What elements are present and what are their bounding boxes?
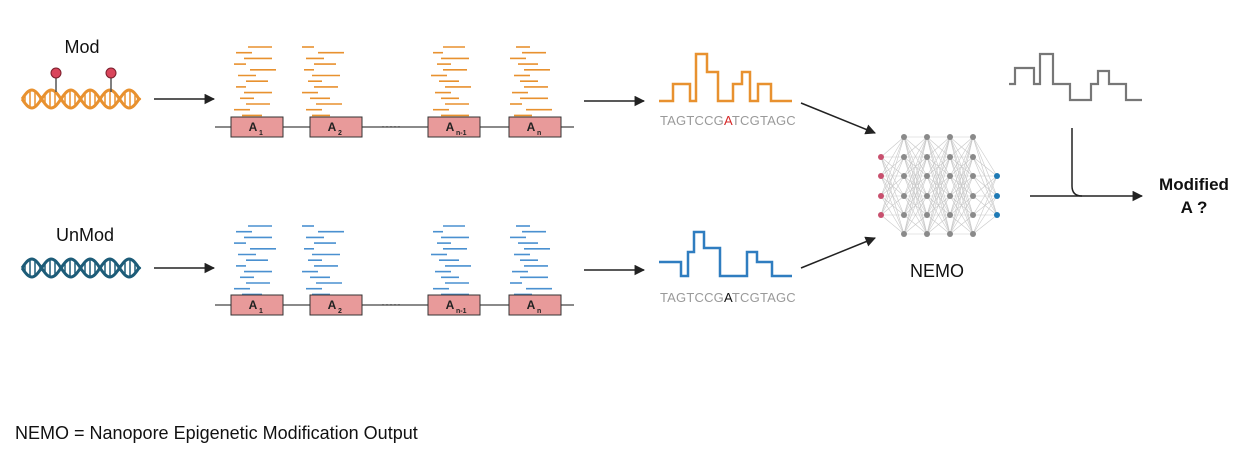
- arrow-unmod-signal-to-nemo: [800, 236, 876, 269]
- arrow-mod-signal-to-nemo: [800, 102, 876, 135]
- reference-box-subscript: n: [537, 308, 541, 315]
- nemo-label: NEMO: [910, 261, 964, 281]
- network-node: [947, 134, 953, 140]
- reference-box-subscript: n-1: [456, 308, 467, 315]
- modified-dna-icon: [20, 88, 142, 110]
- reference-box-base: A: [328, 298, 337, 312]
- reference-box-subscript: 1: [259, 130, 263, 137]
- network-node: [901, 173, 907, 179]
- mod-signal-trace: [659, 52, 792, 103]
- ellipsis: ·····: [381, 119, 401, 133]
- reference-box-subscript: n-1: [456, 130, 467, 137]
- reference-box: [508, 116, 562, 138]
- network-node: [924, 154, 930, 160]
- reference-box-base: A: [527, 298, 536, 312]
- network-node: [924, 173, 930, 179]
- output-label-line2: A ?: [1181, 198, 1208, 217]
- network-node: [947, 212, 953, 218]
- network-node: [901, 193, 907, 199]
- network-node: [970, 212, 976, 218]
- ellipsis: ·····: [381, 297, 401, 311]
- network-node: [947, 173, 953, 179]
- network-node: [924, 134, 930, 140]
- reference-box-base: A: [328, 120, 337, 134]
- reference-box-subscript: 2: [338, 130, 342, 137]
- network-node: [947, 231, 953, 237]
- reference-box-base: A: [446, 120, 455, 134]
- network-node: [901, 154, 907, 160]
- network-node: [924, 193, 930, 199]
- reference-box: [230, 116, 284, 138]
- methylation-marks-icon: [50, 67, 117, 92]
- mod-label: Mod: [64, 37, 99, 57]
- reference-box-subscript: 2: [338, 308, 342, 315]
- query-signal-connector: [1071, 128, 1083, 197]
- output-label-line1: Modified: [1159, 175, 1229, 194]
- network-node: [947, 193, 953, 199]
- network-node: [970, 173, 976, 179]
- query-signal-trace: [1009, 52, 1142, 102]
- network-node: [878, 154, 884, 160]
- network-node: [878, 212, 884, 218]
- network-node: [970, 231, 976, 237]
- network-node: [994, 212, 1000, 218]
- network-node: [947, 154, 953, 160]
- unmod-sequence: TAGTCCGATCGTAGC: [660, 290, 796, 305]
- reference-box: [309, 116, 363, 138]
- unmod-signal-trace: [659, 230, 792, 278]
- unmod-label: UnMod: [56, 225, 114, 245]
- reference-box-base: A: [249, 120, 258, 134]
- network-node: [901, 231, 907, 237]
- reference-box: [230, 294, 284, 316]
- network-node: [878, 193, 884, 199]
- reference-box: [508, 294, 562, 316]
- network-node: [994, 193, 1000, 199]
- reference-box-base: A: [446, 298, 455, 312]
- network-node: [901, 134, 907, 140]
- network-node: [901, 212, 907, 218]
- reference-box-subscript: n: [537, 130, 541, 137]
- unmodified-dna-icon: [20, 257, 142, 279]
- reference-box: [427, 294, 481, 316]
- unmod-read-pileup: [234, 225, 552, 301]
- reference-box-base: A: [249, 298, 258, 312]
- reference-box: [309, 294, 363, 316]
- neural-network-icon: [878, 134, 1000, 237]
- network-node: [994, 173, 1000, 179]
- footnote: NEMO = Nanopore Epigenetic Modification …: [15, 423, 418, 443]
- network-node: [970, 154, 976, 160]
- mod-read-pileup: [234, 46, 552, 122]
- network-node: [924, 231, 930, 237]
- network-node: [970, 193, 976, 199]
- network-node: [924, 212, 930, 218]
- reference-box-base: A: [527, 120, 536, 134]
- network-node: [970, 134, 976, 140]
- reference-box-subscript: 1: [259, 308, 263, 315]
- mod-sequence: TAGTCCGATCGTAGC: [660, 113, 796, 128]
- network-node: [878, 173, 884, 179]
- reference-box: [427, 116, 481, 138]
